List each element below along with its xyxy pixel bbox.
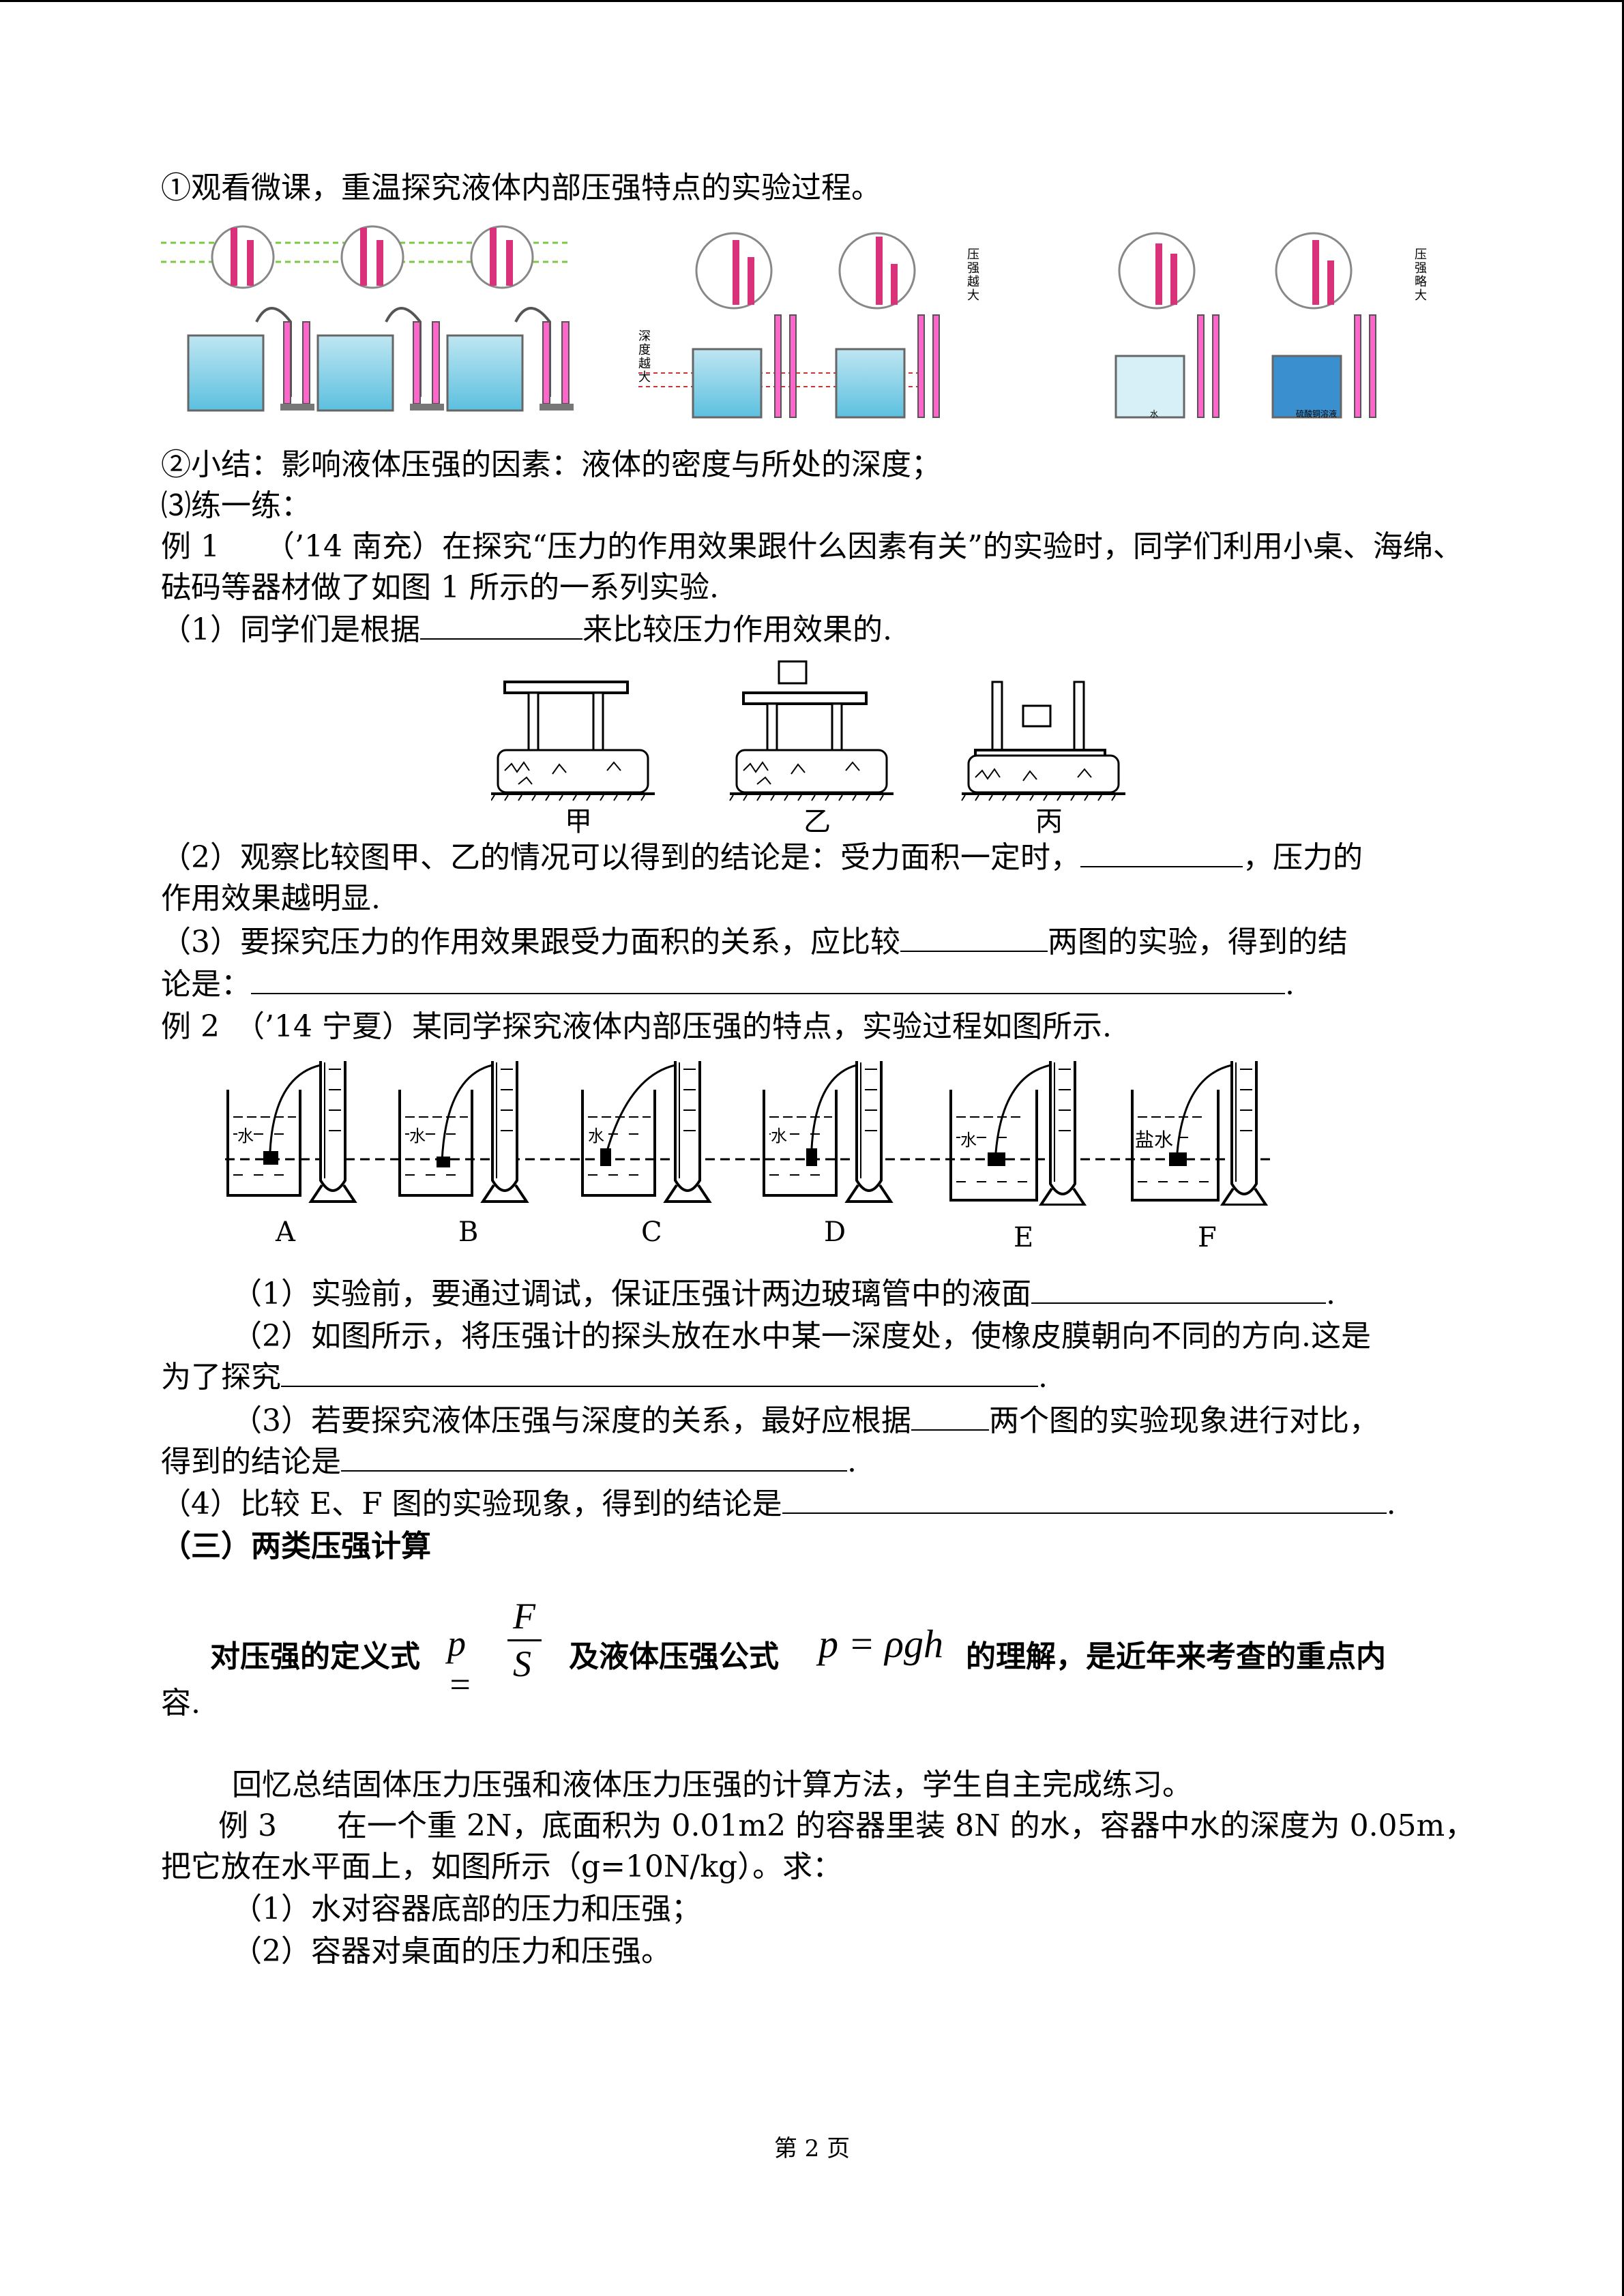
definition-text-a: 对压强的定义式: [210, 1639, 420, 1674]
example2-q2: （2）如图所示，将压强计的探头放在水中某一深度处，使橡皮膜朝向不同的方向.这是: [232, 1319, 1371, 1354]
q2-text-b: ，压力的: [1243, 840, 1363, 875]
example1-q2: （2）观察比较图甲、乙的情况可以得到的结论是：受力面积一定时， ，压力的: [161, 837, 1363, 878]
label-water: 水: [1150, 409, 1159, 419]
answer-blank[interactable]: [251, 966, 1285, 994]
page-border-right: [1622, 0, 1624, 2296]
fraction-bar: [507, 1639, 542, 1641]
ex2-q3-text-a: （3）若要探究液体压强与深度的关系，最好应根据: [232, 1403, 911, 1438]
label-pressure-bigger: 压强越大: [967, 248, 979, 303]
example1-q1: （1）同学们是根据 来比较压力作用效果的.: [161, 610, 892, 651]
liquid-pressure-formula: p = ρgh: [818, 1622, 943, 1666]
liquid-label-b: 水: [409, 1122, 426, 1146]
fig1-label-bing: 丙: [1035, 806, 1063, 837]
ex2-q2-text: 为了探究: [161, 1360, 281, 1395]
q2-text-a: （2）观察比较图甲、乙的情况可以得到的结论是：受力面积一定时，: [161, 840, 1080, 875]
ex2-q2-end: .: [1038, 1360, 1048, 1395]
label-copper-sulfate: 硫酸铜溶液: [1296, 409, 1338, 419]
answer-blank[interactable]: [1031, 1275, 1326, 1304]
practice-heading: ⑶练一练：: [161, 488, 311, 523]
figure-jia: [491, 681, 655, 801]
figure-bing: [961, 681, 1125, 801]
ex2-q3-text-b: 两个图的实验现象进行对比，: [989, 1403, 1379, 1438]
example3-text-b: 把它放在水平面上，如图所示（g=10N/kg）。求：: [161, 1849, 843, 1884]
ex2-q4-end: .: [1386, 1487, 1396, 1521]
definition-text-c: 的理解，是近年来考查的重点内: [966, 1639, 1386, 1674]
ex2-q3-text-c: 得到的结论是: [161, 1444, 341, 1479]
beaker-set-1: [187, 225, 574, 412]
example1-q3: （3）要探究压力的作用效果跟受力面积的关系，应比较 两图的实验，得到的结: [161, 922, 1348, 963]
fig2-label-c: C: [641, 1217, 662, 1248]
answer-blank[interactable]: [1080, 839, 1243, 867]
label-depth-bigger: 深度越大: [638, 329, 651, 385]
recall-text: 回忆总结固体压力压强和液体压力压强的计算方法，学生自主完成练习。: [232, 1768, 1192, 1802]
q3-text-d: .: [1285, 967, 1295, 1002]
formula1-denominator: S: [513, 1643, 531, 1684]
beaker-set-2: [638, 232, 940, 419]
liquid-label-f: 盐水: [1135, 1125, 1174, 1152]
manometer-figure: [161, 220, 1457, 424]
setup-f: [1131, 1061, 1269, 1206]
section3-heading: （三）两类压强计算: [161, 1529, 431, 1564]
q3-text-c: 论是：: [161, 967, 251, 1002]
example2-q4: （4）比较 E、F 图的实验现象，得到的结论是.: [161, 1484, 1396, 1525]
example2-q3-cont: 得到的结论是.: [161, 1442, 857, 1482]
q3-text-b: 两图的实验，得到的结: [1048, 925, 1348, 959]
example2-q3: （3）若要探究液体压强与深度的关系，最好应根据 两个图的实验现象进行对比，: [232, 1401, 1379, 1442]
fig1-label-yi: 乙: [803, 806, 831, 837]
answer-blank[interactable]: [900, 923, 1048, 952]
answer-blank[interactable]: [281, 1358, 1038, 1387]
liquid-label-d: 水: [771, 1122, 787, 1146]
liquid-label-e: 水: [960, 1127, 977, 1150]
figure-yi: [729, 660, 894, 801]
example2-q1: （1）实验前，要通过调试，保证压强计两边玻璃管中的液面.: [232, 1274, 1335, 1315]
q1-text-b: 来比较压力作用效果的.: [582, 612, 892, 647]
formula1-lhs: p =: [447, 1623, 473, 1705]
setup-a: [226, 1061, 357, 1203]
fig2-label-f: F: [1198, 1222, 1217, 1253]
liquid-pressure-figure: [225, 1049, 1303, 1206]
example2-text: 例 2 （’14 宁夏）某同学探究液体内部压强的特点，实验过程如图所示.: [161, 1009, 1112, 1044]
step1-text: ①观看微课，重温探究液体内部压强特点的实验过程。: [161, 170, 881, 205]
answer-blank[interactable]: [782, 1485, 1387, 1514]
answer-blank[interactable]: [911, 1402, 989, 1431]
fig1-label-jia: 甲: [565, 806, 592, 837]
q3-text-a: （3）要探究压力的作用效果跟受力面积的关系，应比较: [161, 925, 900, 959]
summary-text: ②小结：影响液体压强的因素：液体的密度与所处的深度；: [161, 447, 941, 482]
page-border-top: [0, 0, 1624, 2]
example1-q2-cont: 作用效果越明显.: [161, 881, 381, 916]
liquid-label-c: 水: [588, 1122, 604, 1146]
sponge-table-figure: [491, 655, 1132, 825]
fig2-label-b: B: [458, 1217, 479, 1248]
ex2-q3-end: .: [847, 1444, 857, 1479]
definition-text-b: 及液体压强公式: [569, 1639, 779, 1674]
formula1-numerator: F: [513, 1596, 535, 1637]
ex2-q1-end: .: [1326, 1277, 1335, 1311]
page-number: 第 2 页: [773, 2135, 851, 2162]
setup-c: [581, 1061, 712, 1203]
label-pressure-slightly-bigger: 压强略大: [1415, 248, 1427, 303]
setup-b: [398, 1061, 529, 1203]
fig2-label-e: E: [1014, 1222, 1034, 1253]
definition-text-d: 容.: [161, 1686, 201, 1720]
setup-d: [763, 1061, 894, 1203]
example3-text-a: 例 3 在一个重 2N，底面积为 0.01m2 的容器里装 8N 的水，容器中水…: [218, 1808, 1475, 1843]
ex2-q1-text: （1）实验前，要通过调试，保证压强计两边玻璃管中的液面: [232, 1277, 1031, 1311]
example1-q3-cont: 论是：.: [161, 964, 1295, 1005]
answer-blank[interactable]: [420, 611, 582, 640]
setup-e: [949, 1061, 1087, 1206]
example2-q2-cont: 为了探究.: [161, 1357, 1048, 1398]
liquid-label-a: 水: [237, 1122, 254, 1146]
example3-q1: （1）水对容器底部的压力和压强；: [232, 1892, 701, 1926]
fig2-label-a: A: [276, 1217, 295, 1248]
q1-text-a: （1）同学们是根据: [161, 612, 420, 647]
example1-text: 例 1 （’14 南充）在探究“压力的作用效果跟什么因素有关”的实验时，同学们利…: [161, 529, 1463, 605]
fig2-label-d: D: [824, 1217, 846, 1248]
example3-q2: （2）容器对桌面的压力和压强。: [232, 1934, 671, 1969]
beaker-set-3: [1114, 232, 1376, 419]
ex2-q4-text: （4）比较 E、F 图的实验现象，得到的结论是: [161, 1487, 782, 1521]
answer-blank[interactable]: [341, 1443, 847, 1472]
